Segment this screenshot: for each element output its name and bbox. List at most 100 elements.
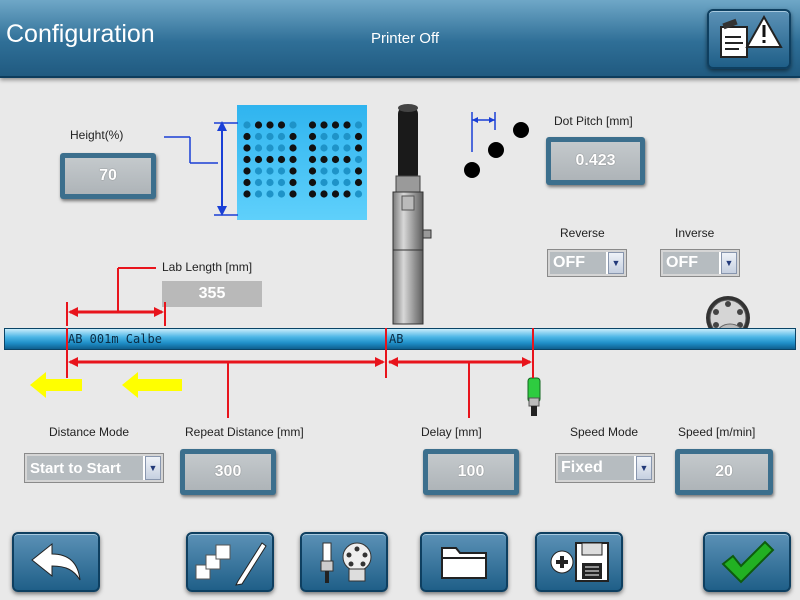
matrix-dot <box>354 167 363 175</box>
matrix-dot <box>354 178 363 187</box>
back-arrow-icon <box>31 542 81 581</box>
reverse-select[interactable]: OFF ▼ <box>547 249 627 277</box>
matrix-dot <box>243 178 251 187</box>
delay-field[interactable]: 100 <box>423 449 519 495</box>
sensor-encoder-icon <box>320 542 372 583</box>
page-title: Configuration <box>6 20 155 48</box>
chevron-down-icon: ▼ <box>145 456 161 480</box>
notes-warning-icon <box>720 14 783 58</box>
edit-button[interactable] <box>186 532 274 592</box>
delay-value: 100 <box>428 454 514 490</box>
repeat-distance-field[interactable]: 300 <box>180 449 276 495</box>
speed-mode-value: Fixed <box>558 456 634 480</box>
matrix-dot <box>343 167 351 175</box>
matrix-dot <box>289 132 297 141</box>
matrix-dot <box>254 144 263 152</box>
matrix-dot <box>331 190 340 198</box>
matrix-dot <box>343 155 351 164</box>
matrix-dot <box>331 144 340 152</box>
chevron-down-icon: ▼ <box>721 252 737 274</box>
matrix-dot <box>354 121 363 129</box>
chevron-down-icon: ▼ <box>636 456 652 480</box>
matrix-dot <box>266 121 274 129</box>
save-add-icon <box>550 542 609 582</box>
matrix-dot <box>354 155 363 164</box>
matrix-dot <box>289 178 297 187</box>
matrix-dot <box>343 121 351 129</box>
speed-field[interactable]: 20 <box>675 449 773 495</box>
matrix-dot <box>354 190 363 198</box>
confirm-button[interactable] <box>703 532 791 592</box>
matrix-dot <box>266 190 274 198</box>
delay-label: Delay [mm] <box>421 425 482 439</box>
reverse-value: OFF <box>550 252 606 274</box>
matrix-dot <box>354 132 363 141</box>
folder-icon <box>441 547 487 579</box>
lab-length-label: Lab Length [mm] <box>162 260 253 274</box>
matrix-dot <box>331 167 340 175</box>
matrix-dot <box>289 155 297 164</box>
matrix-dot <box>331 178 340 187</box>
matrix-dot <box>243 190 251 198</box>
matrix-dot <box>266 178 274 187</box>
matrix-dot <box>243 121 251 129</box>
matrix-dot <box>243 132 251 141</box>
matrix-dot <box>343 178 351 187</box>
inverse-value: OFF <box>663 252 719 274</box>
matrix-dot <box>320 155 328 164</box>
save-button[interactable] <box>535 532 623 592</box>
matrix-dot <box>331 121 340 129</box>
matrix-dot <box>308 190 317 198</box>
matrix-dot <box>308 178 317 187</box>
matrix-dot <box>266 167 274 175</box>
matrix-dot <box>277 178 286 187</box>
matrix-dot <box>254 190 263 198</box>
inverse-select[interactable]: OFF ▼ <box>660 249 740 277</box>
repeat-distance-label: Repeat Distance [mm] <box>185 425 304 439</box>
matrix-dot <box>266 132 274 141</box>
speed-mode-label: Speed Mode <box>570 425 639 439</box>
dot-pitch-label: Dot Pitch [mm] <box>554 114 633 128</box>
alerts-button[interactable] <box>707 9 791 69</box>
matrix-dot <box>289 190 297 198</box>
matrix-dot <box>277 132 286 141</box>
back-button[interactable] <box>12 532 100 592</box>
matrix-dot <box>308 121 317 129</box>
matrix-dot <box>254 155 263 164</box>
height-field[interactable]: 70 <box>60 153 156 199</box>
height-dimension <box>164 121 238 216</box>
matrix-dot <box>277 167 286 175</box>
distance-mode-select[interactable]: Start to Start ▼ <box>24 453 164 483</box>
dot-pitch-value: 0.423 <box>551 142 640 180</box>
height-label: Height(%) <box>70 128 124 142</box>
belt-label-2: AB <box>389 332 404 346</box>
lab-length-field[interactable]: 355 <box>162 281 262 307</box>
conveyor-belt: AB 001m Calbe AB <box>4 328 796 350</box>
matrix-dot <box>254 178 263 187</box>
chevron-down-icon: ▼ <box>608 252 624 274</box>
matrix-dot <box>343 190 351 198</box>
matrix-dot <box>331 132 340 141</box>
matrix-dot <box>254 132 263 141</box>
edit-pencil-icon <box>195 542 267 586</box>
matrix-dot <box>320 144 328 152</box>
repeat-distance-value: 300 <box>185 454 271 490</box>
checkmark-icon <box>721 540 775 584</box>
matrix-dot <box>266 144 274 152</box>
matrix-dot <box>277 144 286 152</box>
matrix-dot <box>343 132 351 141</box>
matrix-dot <box>243 144 251 152</box>
matrix-dot <box>308 144 317 152</box>
matrix-dot <box>266 155 274 164</box>
open-folder-button[interactable] <box>420 532 508 592</box>
reverse-label: Reverse <box>560 226 605 240</box>
sensor-settings-button[interactable] <box>300 532 388 592</box>
matrix-dot <box>289 144 297 152</box>
matrix-dot <box>320 121 328 129</box>
matrix-dot <box>243 155 251 164</box>
dot-pitch-diagram <box>464 112 529 178</box>
speed-mode-select[interactable]: Fixed ▼ <box>555 453 655 483</box>
dot-pitch-field[interactable]: 0.423 <box>546 137 645 185</box>
dot-matrix-preview <box>243 121 363 198</box>
speed-value: 20 <box>680 454 768 490</box>
